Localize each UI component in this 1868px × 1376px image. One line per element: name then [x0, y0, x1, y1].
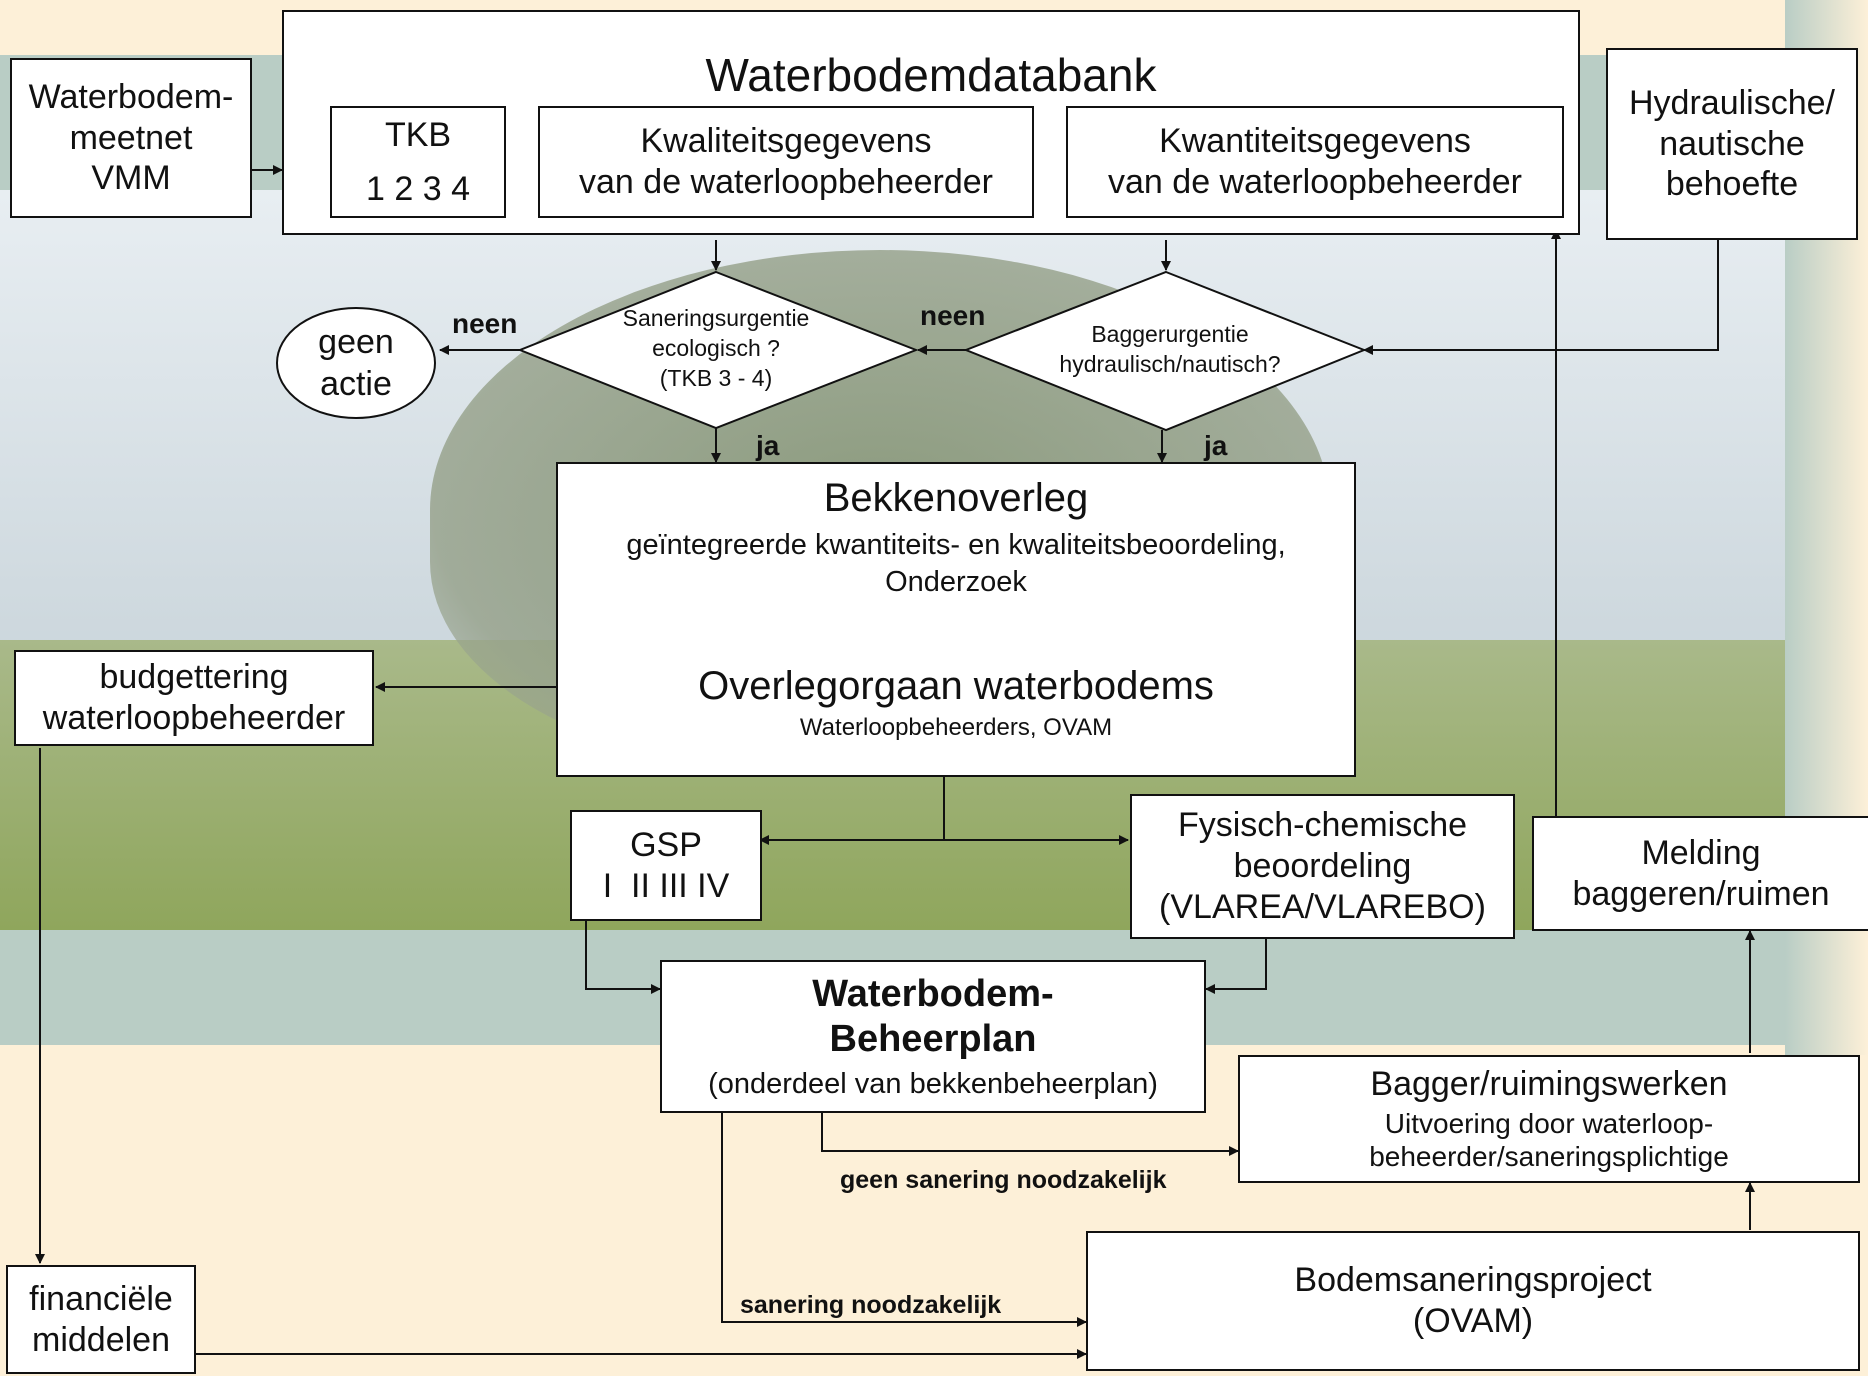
budget-line2: waterloopbeheerder [42, 699, 346, 737]
bekken-box: Bekkenoverleg geïntegreerde kwantiteits-… [556, 462, 1356, 777]
label-geen-sanering: geen sanering noodzakelijk [840, 1166, 1167, 1194]
orgaan-title: Overlegorgaan waterbodems [698, 663, 1214, 708]
financ-line2: middelen [32, 1320, 170, 1359]
financ-line1: financiële [29, 1279, 173, 1318]
bodem-box: Bodemsaneringsproject (OVAM) [1086, 1231, 1860, 1371]
geen-actie-line2: actie [320, 365, 392, 403]
tkb-title: TKB [384, 115, 452, 154]
label-sanering-noodzakelijk: sanering noodzakelijk [740, 1291, 1002, 1319]
arrow-beheerplan-bagger [821, 1113, 1239, 1156]
meetnet-line2: meetnet [69, 118, 193, 157]
tkb-box: TKB 1 2 3 4 [330, 106, 506, 218]
arrow-fysisch-beheerplan [1205, 939, 1267, 994]
label-ja-sanering: ja [756, 430, 780, 461]
bagger-line1: Bagger/ruimingswerken [1370, 1065, 1728, 1103]
geen-actie-label: geen actie [277, 315, 435, 411]
sanering-diamond-text: Saneringsurgentie ecologisch ? (TKB 3 - … [570, 304, 862, 394]
hydraulisch-box: Hydraulische/ nautische behoefte [1606, 48, 1858, 240]
financ-box: financiële middelen [6, 1265, 196, 1374]
geen-actie-shape [276, 307, 436, 419]
beheerplan-line2: Beheerplan [829, 1018, 1037, 1061]
fysisch-line2: beoordeling [1233, 847, 1412, 886]
fysisch-line3: (VLAREA/VLAREBO) [1159, 887, 1486, 926]
hydraulisch-line2: nautische [1659, 124, 1805, 163]
orgaan-subtitle: Waterloopbeheerders, OVAM [799, 713, 1113, 741]
melding-line2: baggeren/ruimen [1572, 874, 1830, 913]
beheerplan-line1: Waterbodem- [812, 972, 1054, 1015]
bagger-diamond-shape [963, 270, 1367, 432]
melding-box: Melding baggeren/ruimen [1532, 816, 1868, 931]
beheerplan-line3: (onderdeel van bekkenbeheerplan) [708, 1067, 1158, 1100]
sanering-line2: ecologisch ? [652, 334, 780, 361]
kwaliteit-line2: van de waterloopbeheerder [579, 163, 993, 201]
bodem-line1: Bodemsaneringsproject [1294, 1261, 1652, 1300]
bagger-diamond-line1: Baggerurgentie [1091, 321, 1249, 347]
tkb-values: 1 2 3 4 [366, 169, 470, 208]
bagger-line3: beheerder/saneringsplichtige [1369, 1141, 1729, 1173]
meetnet-line1: Waterbodem- [28, 77, 234, 116]
gsp-box: GSP I II III IV [570, 810, 762, 921]
hydraulisch-line1: Hydraulische/ [1629, 83, 1835, 122]
meetnet-line3: VMM [91, 159, 171, 198]
meetnet-box: Waterbodem- meetnet VMM [10, 58, 252, 218]
bodem-line2: (OVAM) [1412, 1302, 1534, 1340]
gsp-line1: GSP [630, 825, 702, 864]
label-neen-bagger: neen [920, 300, 986, 331]
arrow-gsp-beheerplan [585, 921, 661, 994]
bekken-title: Bekkenoverleg [823, 476, 1089, 520]
label-ja-bagger: ja [1204, 430, 1228, 461]
fysisch-line1: Fysisch-chemische [1177, 806, 1468, 845]
arrow-beheerplan-bodem [721, 1113, 1087, 1327]
bagger-diamond-text: Baggerurgentie hydraulisch/nautisch? [1010, 320, 1330, 380]
arrow-hydraulisch-bagger [1363, 240, 1719, 355]
budget-line1: budgettering [99, 658, 289, 697]
melding-line1: Melding [1641, 833, 1761, 872]
sanering-line1: Saneringsurgentie [622, 305, 810, 331]
kwantiteit-box: Kwantiteitsgegevens van de waterloopbehe… [1066, 106, 1564, 218]
kwaliteit-line1: Kwaliteitsgegevens [640, 122, 932, 161]
kwantiteit-line1: Kwantiteitsgegevens [1159, 122, 1471, 161]
bagger-box: Bagger/ruimingswerken Uitvoering door wa… [1238, 1055, 1860, 1183]
fysisch-box: Fysisch-chemische beoordeling (VLAREA/VL… [1130, 794, 1515, 939]
bekken-line2: Onderzoek [885, 565, 1027, 598]
databank-title: Waterbodemdatabank [705, 49, 1157, 101]
label-neen-sanering: neen [452, 308, 518, 339]
beheerplan-box: Waterbodem- Beheerplan (onderdeel van be… [660, 960, 1206, 1113]
bagger-diamond-line2: hydraulisch/nautisch? [1059, 350, 1281, 377]
bagger-line2: Uitvoering door waterloop- [1384, 1107, 1714, 1139]
kwantiteit-line2: van de waterloopbeheerder [1108, 163, 1522, 201]
sanering-line3: (TKB 3 - 4) [659, 364, 773, 391]
geen-actie-line1: geen [318, 322, 394, 361]
kwaliteit-box: Kwaliteitsgegevens van de waterloopbehee… [538, 106, 1034, 218]
budget-box: budgettering waterloopbeheerder [14, 650, 374, 746]
gsp-line2: I II III IV [602, 866, 730, 905]
bekken-line1: geïntegreerde kwantiteits- en kwaliteits… [626, 529, 1286, 561]
hydraulisch-line3: behoefte [1665, 165, 1799, 204]
sanering-diamond-shape [517, 270, 919, 430]
